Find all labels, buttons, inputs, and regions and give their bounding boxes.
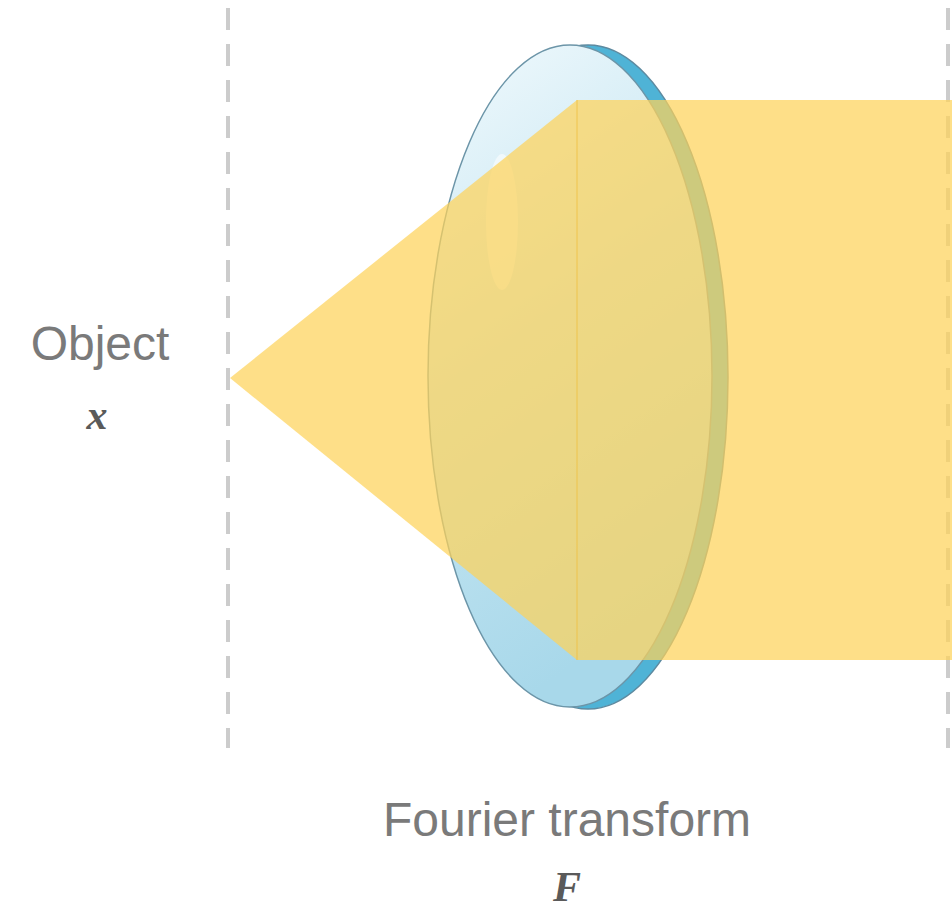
beam-edge (577, 100, 578, 660)
light-cone (230, 100, 577, 660)
light-beam (577, 100, 952, 660)
transform-symbol: F (553, 864, 581, 910)
object-label: Object (31, 318, 170, 371)
transform-label: Fourier transform (383, 794, 751, 847)
object-plane (226, 8, 230, 748)
object-symbol: x (87, 392, 108, 438)
